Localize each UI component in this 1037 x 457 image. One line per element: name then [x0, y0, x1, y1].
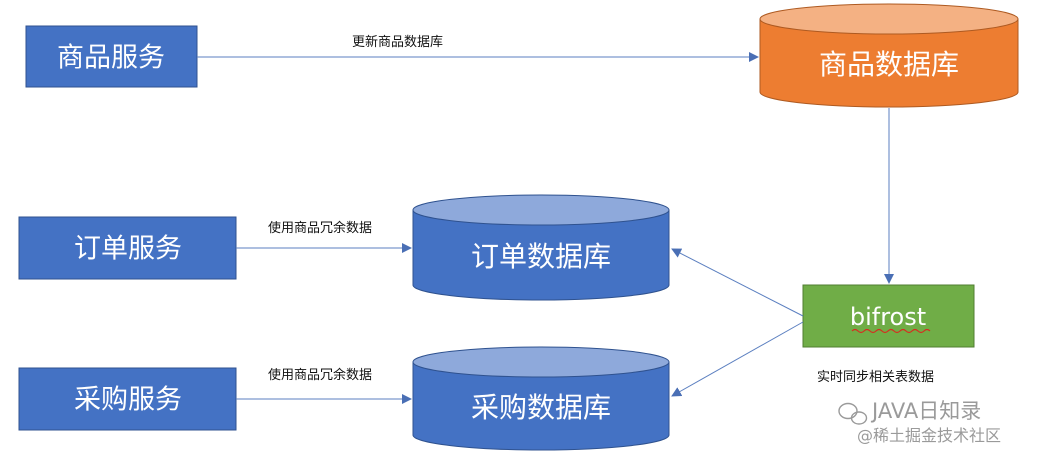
- edge-label-order-redundant: 使用商品冗余数据: [268, 220, 372, 236]
- watermark: JAVA日知录 @稀土掘金技术社区: [838, 399, 1001, 445]
- edge-label-update-product-db: 更新商品数据库: [352, 34, 443, 50]
- purchase-database-label: 采购数据库: [471, 391, 611, 424]
- product-database-label: 商品数据库: [819, 48, 959, 81]
- edge-label-realtime-sync: 实时同步相关表数据: [817, 370, 934, 385]
- order-service-label: 订单服务: [74, 234, 182, 265]
- wechat-icon: [838, 402, 868, 425]
- arrow-bifrost-to-order-db: [671, 248, 804, 317]
- purchase-service-label: 采购服务: [74, 385, 182, 416]
- order-service-box: 订单服务: [18, 216, 237, 280]
- purchase-service-box: 采购服务: [18, 367, 237, 431]
- bifrost-box: bifrost: [802, 284, 975, 348]
- order-database-label: 订单数据库: [471, 240, 611, 273]
- product-service-label: 商品服务: [57, 43, 165, 74]
- product-service-box: 商品服务: [25, 25, 198, 88]
- product-database-cylinder: 商品数据库: [759, 3, 1019, 108]
- bifrost-label: bifrost: [850, 303, 926, 331]
- arrow-bifrost-to-purchase-db: [671, 321, 804, 397]
- order-database-cylinder: 订单数据库: [412, 194, 670, 301]
- watermark-account-name: JAVA日知录: [870, 399, 981, 423]
- edge-label-purchase-redundant: 使用商品冗余数据: [268, 367, 372, 383]
- purchase-database-cylinder: 采购数据库: [412, 346, 670, 451]
- watermark-community: @稀土掘金技术社区: [857, 426, 1001, 445]
- spellcheck-underline: [851, 328, 931, 334]
